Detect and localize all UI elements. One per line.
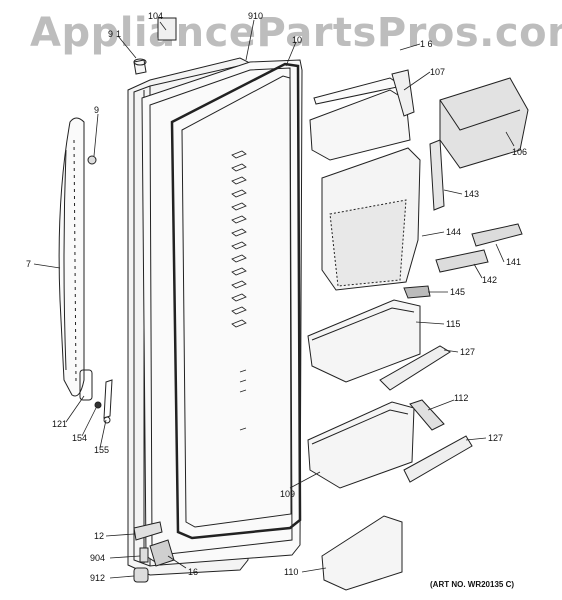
callout-9: 9: [108, 29, 114, 39]
callout-155: 155: [94, 445, 110, 455]
callout-16: 16: [188, 567, 199, 577]
callout-910: 910: [248, 11, 264, 21]
bin-piece-112: [409, 399, 445, 431]
art-number: (ART NO. WR20135 C): [430, 580, 515, 589]
callout-12: 12: [94, 531, 105, 541]
callout-112: 112: [454, 393, 469, 403]
watermark: AppliancePartsPros.com: [30, 10, 562, 56]
callout-1-6: 1 6: [420, 39, 433, 49]
callout-9-lower: 9: [94, 105, 100, 115]
callout-141: 141: [506, 257, 522, 267]
clip-145: [403, 285, 431, 299]
callout-10: 10: [292, 35, 303, 45]
callout-127-upper: 127: [460, 347, 476, 357]
callout-109: 109: [280, 489, 296, 499]
dairy-cover: [309, 69, 415, 161]
door-handle: [58, 117, 85, 397]
callout-107: 107: [430, 67, 446, 77]
callout-7: 7: [26, 259, 32, 269]
bin-trim-127-lower: [403, 435, 473, 483]
door-bin-110: [321, 515, 403, 591]
liner-ribs: [231, 150, 247, 431]
top-hinge: [133, 17, 177, 75]
callout-144: 144: [446, 227, 462, 237]
door-bin-144: [321, 147, 421, 291]
callout-106: 106: [512, 147, 528, 157]
callout-904: 904: [90, 553, 106, 563]
door-gasket: [170, 62, 302, 540]
door-bin-109: [307, 401, 415, 489]
callout-115: 115: [446, 319, 461, 329]
callout-127-lower: 127: [488, 433, 504, 443]
callout-142: 142: [482, 275, 498, 285]
leader-lines: [33, 19, 515, 579]
callout-912: 912: [90, 573, 106, 583]
bin-trim-127-upper: [379, 345, 451, 391]
handle-hardware: [79, 155, 113, 424]
door-bin-115: [307, 299, 421, 383]
callout-1: 1: [116, 29, 122, 39]
callout-121: 121: [52, 419, 68, 429]
callout-143: 143: [464, 189, 480, 199]
spacer-143: [429, 139, 445, 211]
bottom-hinge-parts: [133, 521, 175, 583]
callout-110: 110: [284, 567, 299, 577]
callout-145: 145: [450, 287, 466, 297]
door-liner: [141, 59, 303, 566]
callout-154: 154: [72, 433, 88, 443]
callout-104: 104: [148, 11, 164, 21]
trim-141-142: [435, 223, 523, 273]
